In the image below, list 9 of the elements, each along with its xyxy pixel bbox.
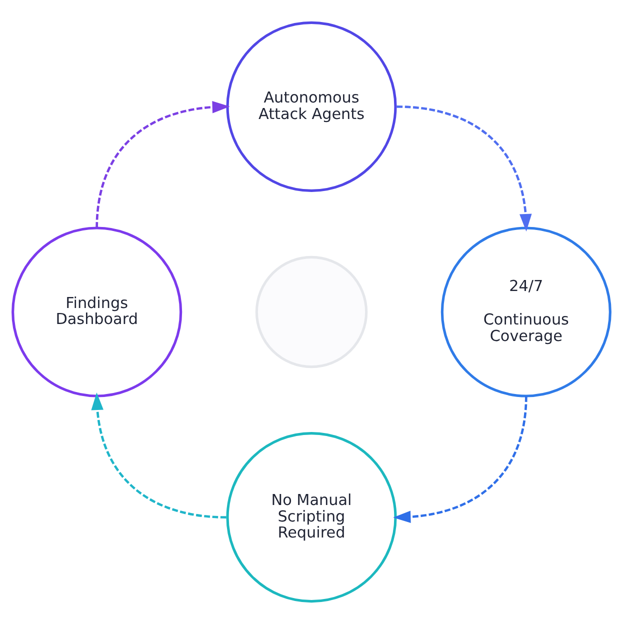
node-circle: Autonomous Attack Agents: [226, 20, 397, 192]
arrow: [396, 105, 532, 232]
arrow: [91, 392, 226, 518]
node-circle: 24/7 Continuous Coverage: [440, 226, 612, 397]
arrow: [393, 395, 528, 523]
node-circle: No Manual Scripting Required: [226, 432, 397, 602]
node-circle: Findings Dashboard: [12, 226, 182, 397]
node-circle: [255, 255, 368, 368]
arrow: [96, 100, 230, 228]
